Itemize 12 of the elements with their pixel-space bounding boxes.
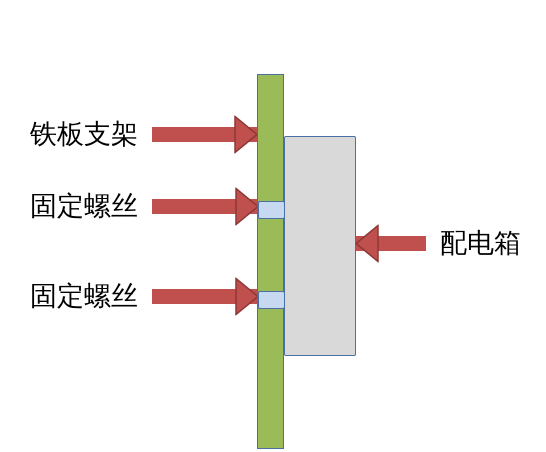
distribution-box: [284, 136, 356, 356]
part-label: 配电箱: [440, 230, 521, 257]
block-arrow: [152, 278, 259, 316]
block-arrow: [355, 224, 426, 262]
part-label: 固定螺丝: [30, 193, 138, 220]
block-arrow: [152, 188, 259, 226]
part-label: 铁板支架: [30, 121, 138, 148]
block-arrow: [152, 116, 258, 154]
fixing-screw: [258, 291, 285, 309]
iron-plate-bracket: [257, 74, 284, 449]
part-label: 固定螺丝: [30, 283, 138, 310]
fixing-screw: [258, 201, 285, 219]
